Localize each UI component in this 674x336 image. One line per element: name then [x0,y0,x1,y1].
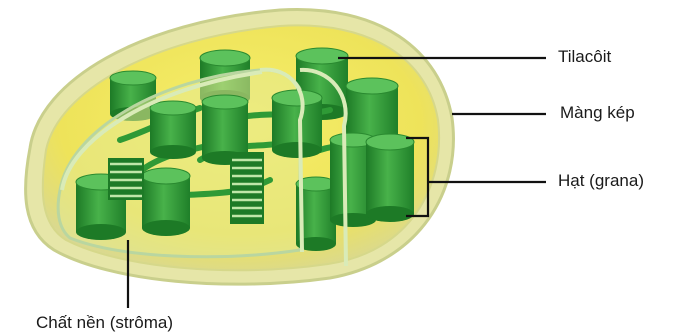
cut-granum-left [108,158,144,200]
granum-mid-3 [272,90,322,158]
granum-mid-1 [150,101,196,159]
label-grana: Hạt (grana) [558,171,644,191]
label-double-membrane: Màng kép [560,103,635,123]
label-thylakoid: Tilacôit [558,47,611,67]
granum-front-5 [366,134,414,222]
granum-front-2 [142,168,190,236]
label-stroma: Chất nền (strôma) [36,313,173,333]
cut-granum-right [230,152,264,224]
